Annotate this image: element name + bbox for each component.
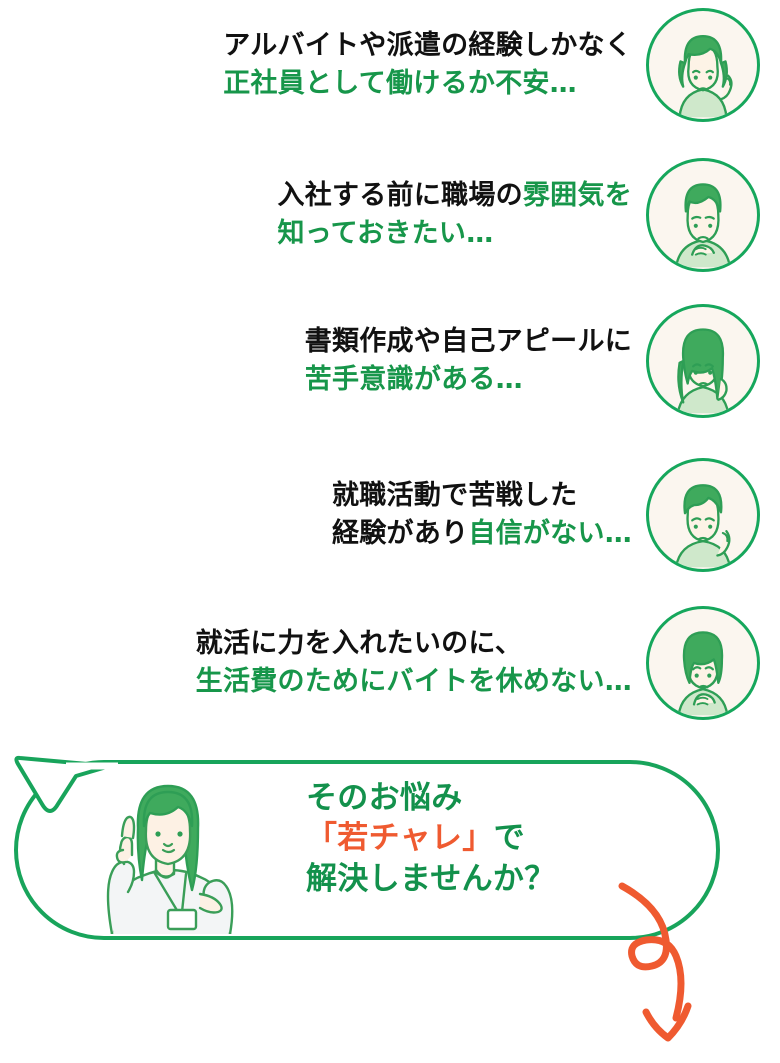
- worry-line-2: 経験があり自信がない…: [332, 518, 632, 549]
- worry-line-2: 苦手意識がある…: [304, 364, 523, 395]
- worry-line-1: アルバイトや派遣の経験しかなく: [223, 29, 632, 61]
- cta-copy: そのお悩み 「若チャレ」で 解決しませんか？: [306, 778, 556, 899]
- worry-text: 入社する前に職場の雰囲気を 知っておきたい…: [277, 177, 632, 254]
- worry-line-2: 知っておきたい…: [277, 218, 494, 249]
- worry-line-1: 書類作成や自己アピールに: [304, 325, 632, 357]
- worry-text: 就活に力を入れたいのに、 生活費のためにバイトを休めない…: [196, 625, 632, 702]
- worry-line-2: 生活費のためにバイトを休めない…: [195, 666, 632, 697]
- worried-young-man-finger-to-cheek-icon: [646, 458, 760, 572]
- thinking-man-hand-on-chin-icon: [646, 158, 760, 272]
- hand-drawn-curly-down-arrow-icon: [618, 882, 692, 1042]
- worry-item: 就活に力を入れたいのに、 生活費のためにバイトを休めない…: [0, 606, 760, 720]
- worried-woman-bob-finger-to-temple-icon: [646, 8, 760, 122]
- female-staff-pointing-up-with-id-lanyard-icon: [106, 784, 234, 934]
- cta-speech-bubble[interactable]: そのお悩み 「若チャレ」で 解決しませんか？: [6, 752, 732, 948]
- worry-text: 書類作成や自己アピールに 苦手意識がある…: [305, 323, 632, 400]
- worry-item: 入社する前に職場の雰囲気を 知っておきたい…: [0, 158, 760, 272]
- worry-line-1: 入社する前に職場の雰囲気を: [277, 179, 632, 211]
- cta-line-2: 「若チャレ」で: [306, 820, 525, 857]
- worry-line-1: 就職活動で苦戦した: [332, 479, 578, 511]
- worry-text: 就職活動で苦戦した 経験があり自信がない…: [332, 477, 632, 554]
- worry-item: 就職活動で苦戦した 経験があり自信がない…: [0, 458, 760, 572]
- worry-item: 書類作成や自己アピールに 苦手意識がある…: [0, 304, 760, 418]
- worried-woman-hand-at-chin-icon: [646, 606, 760, 720]
- worry-line-1: 就活に力を入れたいのに、: [195, 627, 523, 659]
- worry-text: アルバイトや派遣の経験しかなく 正社員として働けるか不安…: [223, 27, 632, 104]
- speech-bubble-tail-top-left-icon: [14, 755, 118, 813]
- worry-item: アルバイトや派遣の経験しかなく 正社員として働けるか不安…: [0, 8, 760, 122]
- cta-line-3: 解決しませんか？: [306, 860, 556, 897]
- worry-line-2: 正社員として働けるか不安…: [223, 68, 577, 99]
- cta-line-1: そのお悩み: [306, 780, 463, 816]
- worried-woman-long-hair-hand-on-cheek-icon: [646, 304, 760, 418]
